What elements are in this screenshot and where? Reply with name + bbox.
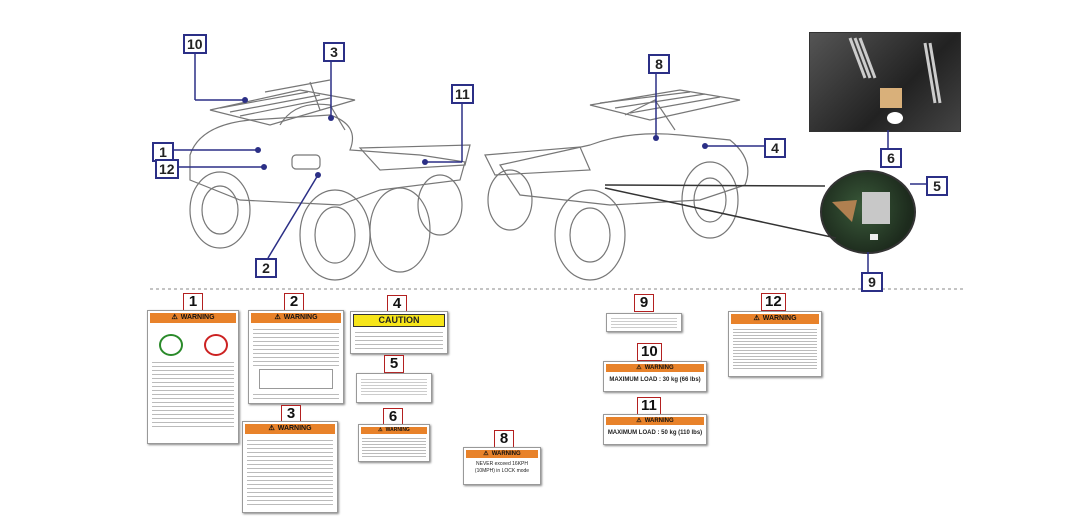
label-4-caution: CAUTION <box>350 311 448 354</box>
battery-area-inset <box>820 170 916 254</box>
label-11-warning: ⚠WARNING MAXIMUM LOAD : 50 kg (110 lbs) <box>603 414 707 445</box>
label-8-line2: (10MPH) in LOCK mode <box>474 468 530 474</box>
label-number-12: 12 <box>761 293 786 311</box>
label-10-text: MAXIMUM LOAD : 30 kg (66 lbs) <box>609 377 701 383</box>
label-10-warning: ⚠WARNING MAXIMUM LOAD : 30 kg (66 lbs) <box>603 361 707 392</box>
label-9 <box>606 313 682 332</box>
label-3-warning: ⚠WARNING <box>242 421 338 513</box>
callout-12: 12 <box>155 159 179 179</box>
label-number-9: 9 <box>634 294 654 312</box>
label-4-header: CAUTION <box>353 314 445 327</box>
suspension-photo <box>809 32 961 132</box>
callout-3: 3 <box>323 42 345 62</box>
label-number-2: 2 <box>284 293 304 311</box>
label-6-warning: ⚠WARNING <box>358 424 430 462</box>
label-number-5: 5 <box>384 355 404 373</box>
label-8-header: WARNING <box>491 451 521 457</box>
label-5 <box>356 373 432 403</box>
label-number-11: 11 <box>637 397 661 415</box>
callout-9: 9 <box>861 272 883 292</box>
label-6-header: WARNING <box>385 427 410 433</box>
callout-2: 2 <box>255 258 277 278</box>
atv-front-illustration <box>189 79 471 281</box>
label-number-1: 1 <box>183 293 203 311</box>
callout-8: 8 <box>648 54 670 74</box>
label-8-warning: ⚠WARNING NEVER exceed 16KPH (10MPH) in L… <box>463 447 541 485</box>
label-12-warning: ⚠WARNING <box>728 311 822 377</box>
label-8-line1: NEVER exceed 16KPH <box>476 461 528 467</box>
label-11-header: WARNING <box>644 418 674 424</box>
callout-10: 10 <box>183 34 207 54</box>
label-2-warning: ⚠WARNING <box>248 310 344 404</box>
label-12-header: WARNING <box>762 315 797 322</box>
callout-4: 4 <box>764 138 786 158</box>
label-2-header: WARNING <box>283 314 318 321</box>
callout-6: 6 <box>880 148 902 168</box>
label-number-8: 8 <box>494 430 514 448</box>
callout-11: 11 <box>451 84 474 104</box>
callout-5: 5 <box>926 176 948 196</box>
label-11-text: MAXIMUM LOAD : 50 kg (110 lbs) <box>607 430 703 436</box>
label-number-10: 10 <box>637 343 662 361</box>
label-3-header: WARNING <box>277 425 312 432</box>
label-1-header: WARNING <box>180 314 215 321</box>
label-1-warning: ⚠WARNING <box>147 310 239 444</box>
label-10-header: WARNING <box>644 365 674 371</box>
